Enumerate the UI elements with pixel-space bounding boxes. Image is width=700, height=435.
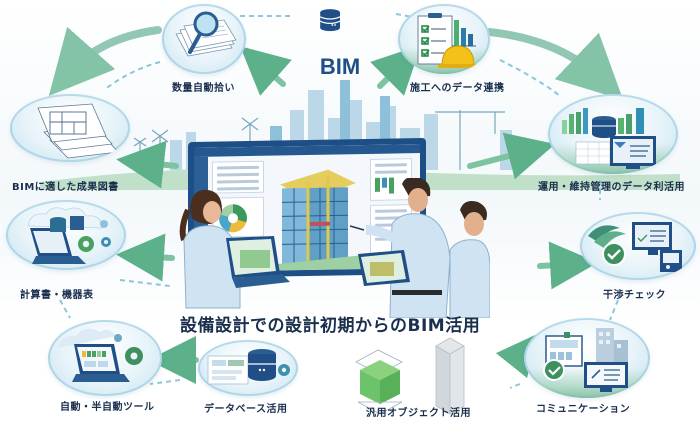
bim-software-ui — [194, 144, 420, 272]
node-operation-maintenance-label: 運用・維持管理のデータ利活用 — [538, 182, 685, 193]
page-title: 設備設計での設計初期からのBIM活用 — [180, 316, 481, 336]
laptop-gear-icon — [58, 328, 143, 382]
node-clash-check-label: 干渉チェック — [603, 290, 666, 301]
bim-logo-label: BIM — [319, 54, 361, 79]
floorplan-drawings-icon — [37, 103, 119, 159]
checkmark-monitor-icon — [588, 222, 682, 272]
magnifier-documents-icon — [175, 11, 237, 57]
node-clash-check — [580, 212, 696, 280]
node-drawings — [10, 94, 130, 162]
laptop-gears-icon — [27, 207, 111, 264]
node-auto-tools-label: 自動・半自動ツール — [60, 402, 155, 413]
database-icon — [319, 9, 341, 32]
node-operation-maintenance — [548, 94, 678, 174]
node-database-use-label: データベース活用 — [204, 404, 288, 415]
node-quantity-takeoff-label: 数量自動拾い — [172, 83, 235, 94]
node-construction-data — [398, 4, 490, 74]
node-calc-equipment-label: 計算書・機器表 — [20, 290, 94, 301]
node-quantity-takeoff — [162, 4, 246, 74]
node-construction-data-label: 施工へのデータ連携 — [410, 83, 505, 94]
checklist-hardhat-icon — [417, 13, 478, 68]
node-auto-tools — [48, 320, 162, 396]
3d-building-model-icon — [272, 169, 364, 271]
engineers-illustration — [179, 178, 490, 318]
database-documents-icon — [207, 349, 290, 385]
node-generic-objects-label: 汎用オブジェクト活用 — [366, 408, 471, 419]
3d-box-objects-icon — [355, 337, 465, 415]
node-database-use — [198, 340, 298, 396]
node-drawings-label: BIMに適した成果図書 — [12, 182, 119, 193]
central-bim-screen — [188, 137, 426, 279]
database-charts-monitor-icon — [562, 108, 656, 169]
node-calc-equipment — [6, 200, 126, 270]
node-communication-label: コミュニケーション — [536, 404, 631, 415]
checkmark-monitor-buildings-icon — [543, 328, 628, 392]
node-communication — [524, 318, 650, 398]
